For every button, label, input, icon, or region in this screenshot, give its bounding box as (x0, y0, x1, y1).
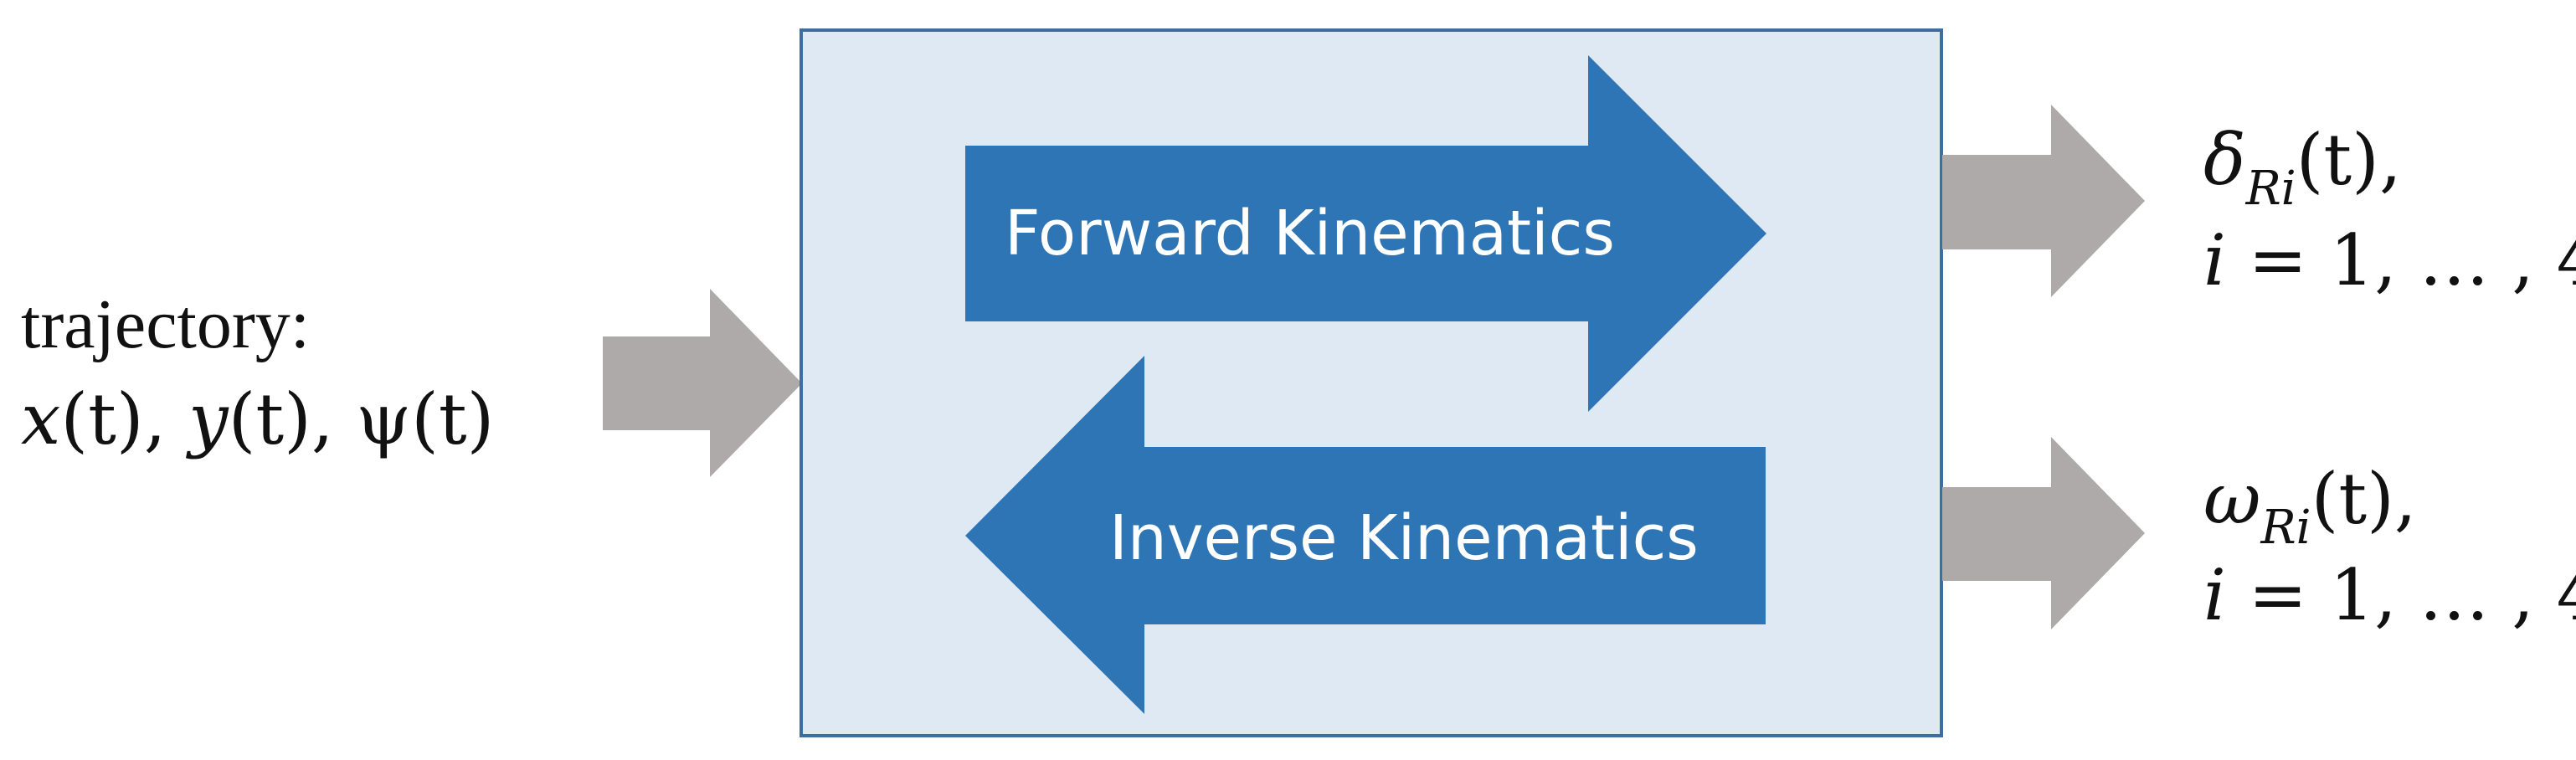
forward-kinematics-arrow: Forward Kinematics (965, 55, 1766, 412)
output-steering-angle-line-1: δRi(t), (2203, 119, 2402, 216)
output-wheel-speed-line-1: ωRi(t), (2203, 458, 2417, 555)
input-variables: x(t), y(t), ψ(t) (21, 378, 494, 460)
steering-angle-index-variable: i (2203, 219, 2226, 301)
steering-angle-index-range: = 1, … , 4 (2226, 219, 2576, 301)
inverse-kinematics-arrow: Inverse Kinematics (965, 356, 1766, 714)
input-y-argument: (t) (229, 378, 311, 460)
steering-angle-subscript: Ri (2245, 162, 2296, 216)
wheel-speed-subscript: Ri (2260, 501, 2311, 555)
inverse-kinematics-arrow-shape (965, 356, 1766, 714)
output-wheel-speed-line-2: i = 1, … , 4 (2203, 554, 2576, 636)
output-flow-arrow-wheel-speed (1942, 437, 2145, 629)
input-psi-variable: ψ (356, 378, 411, 460)
wheel-speed-argument: (t), (2311, 458, 2417, 540)
input-comma-2: , (311, 378, 334, 460)
input-x-argument: (t) (60, 378, 143, 460)
output-flow-arrow-steering (1942, 105, 2145, 297)
input-x-variable: x (21, 378, 60, 460)
kinematics-block-background (800, 28, 1943, 737)
steering-angle-argument: (t), (2296, 119, 2402, 201)
output-steering-angle: δRi(t), i = 1, … , 4 (2203, 119, 2576, 301)
input-flow-arrow (603, 289, 802, 477)
input-y-variable: y (185, 378, 229, 460)
input-comma-1: , (144, 378, 167, 460)
wheel-speed-symbol: ω (2203, 458, 2261, 540)
steering-angle-symbol: δ (2203, 119, 2246, 201)
output-steering-angle-line-2: i = 1, … , 4 (2203, 219, 2576, 301)
inverse-kinematics-label: Inverse Kinematics (1109, 502, 1699, 574)
input-psi-argument: (t) (411, 378, 494, 460)
forward-kinematics-arrow-shape (965, 55, 1766, 412)
kinematics-block: Forward Kinematics Inverse Kinematics (800, 28, 1943, 737)
wheel-speed-index-variable: i (2203, 554, 2226, 636)
input-group: trajectory: x(t), y(t), ψ(t) (21, 285, 802, 477)
input-label: trajectory: (21, 285, 310, 363)
forward-kinematics-label: Forward Kinematics (1005, 198, 1615, 270)
wheel-speed-index-range: = 1, … , 4 (2226, 554, 2576, 636)
output-wheel-speed: ωRi(t), i = 1, … , 4 (2203, 458, 2576, 636)
